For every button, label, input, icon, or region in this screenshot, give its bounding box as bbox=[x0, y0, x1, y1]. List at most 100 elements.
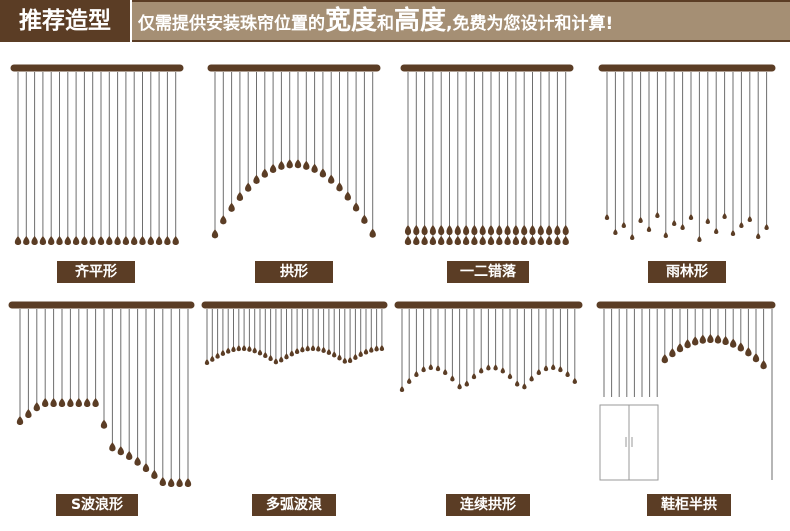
bead-drop bbox=[236, 191, 244, 201]
bead-drop bbox=[48, 236, 55, 245]
bead-drop bbox=[97, 236, 105, 245]
bead-drop bbox=[760, 360, 767, 370]
bead-drop bbox=[504, 236, 511, 245]
bead-drop bbox=[545, 236, 553, 245]
label-flat: 齐平形 bbox=[57, 261, 135, 283]
bead-drop bbox=[155, 236, 163, 245]
bead-drop bbox=[764, 224, 769, 230]
bead-drop bbox=[257, 349, 263, 356]
bead-drop bbox=[604, 214, 610, 220]
bead-drop bbox=[286, 159, 293, 169]
bead-drop bbox=[58, 398, 66, 407]
bead-drop bbox=[621, 222, 626, 228]
bead-drop bbox=[336, 182, 343, 192]
bead-drop bbox=[537, 225, 544, 235]
label-staggered: 一二错落 bbox=[447, 261, 529, 283]
bead-drop bbox=[471, 373, 477, 380]
bead-drop bbox=[228, 202, 235, 212]
bead-drop bbox=[536, 369, 541, 376]
bead-drop bbox=[479, 367, 484, 374]
bead-drop bbox=[215, 352, 220, 359]
arch-curtain-illustration bbox=[207, 64, 381, 239]
bead-drop bbox=[16, 416, 24, 425]
consecutive-arch-curtain-illustration bbox=[394, 301, 583, 392]
bead-drop bbox=[747, 216, 752, 222]
bead-drop bbox=[454, 225, 461, 235]
bead-drop bbox=[114, 236, 121, 245]
slogan: 仅需提供安装珠帘位置的宽度和高度,免费为您设计和计算! bbox=[132, 0, 790, 42]
bead-drop bbox=[454, 236, 461, 245]
bead-drop bbox=[737, 342, 744, 352]
style-shoe-cabinet bbox=[596, 297, 776, 497]
bead-drop bbox=[464, 380, 469, 387]
bead-drop bbox=[429, 225, 436, 235]
bead-drop bbox=[352, 202, 360, 212]
bead-drop bbox=[109, 442, 116, 452]
bead-drop bbox=[730, 230, 736, 236]
bead-drop bbox=[253, 174, 260, 184]
style-s-wave bbox=[8, 297, 195, 497]
bead-drop bbox=[572, 377, 577, 384]
bead-drop bbox=[72, 236, 80, 245]
bead-drop bbox=[347, 357, 353, 364]
bead-drop bbox=[507, 373, 513, 380]
bead-drop bbox=[252, 347, 257, 354]
bead-drop bbox=[269, 163, 277, 173]
bead-drop bbox=[369, 346, 374, 353]
bead-drop bbox=[487, 225, 495, 235]
bead-drop bbox=[529, 375, 534, 382]
staggered-curtain-illustration bbox=[400, 64, 574, 245]
bead-drop bbox=[263, 351, 268, 358]
bead-drop bbox=[714, 334, 722, 344]
bead-drop bbox=[435, 365, 441, 372]
bead-drop bbox=[220, 215, 227, 225]
bead-drop bbox=[756, 233, 761, 239]
bead-drop bbox=[284, 353, 289, 360]
bead-drop bbox=[172, 236, 179, 245]
bead-drop bbox=[220, 349, 226, 356]
bead-drop bbox=[353, 353, 358, 360]
bead-drop bbox=[697, 236, 702, 242]
bead-drop bbox=[245, 182, 252, 192]
bead-drop bbox=[413, 236, 420, 245]
bead-drop bbox=[226, 347, 231, 354]
bead-drop bbox=[75, 398, 82, 407]
bead-drop bbox=[730, 338, 737, 348]
bead-drop bbox=[151, 469, 158, 479]
bead-drop bbox=[471, 236, 478, 245]
bead-drop bbox=[294, 348, 300, 355]
flat-curtain-illustration bbox=[10, 64, 184, 245]
bead-drop bbox=[487, 236, 495, 245]
bead-drop bbox=[676, 343, 684, 353]
bead-drop bbox=[278, 160, 285, 170]
bead-drop bbox=[211, 229, 219, 239]
bead-drop bbox=[669, 348, 676, 358]
bead-drop bbox=[446, 225, 453, 235]
bead-drop bbox=[446, 236, 453, 245]
bead-drop bbox=[236, 345, 241, 352]
bead-drop bbox=[42, 398, 49, 407]
slogan-height: 高度 bbox=[394, 6, 447, 36]
style-arch bbox=[207, 60, 382, 260]
bead-drop bbox=[328, 174, 335, 184]
bead-drop bbox=[117, 446, 124, 456]
bead-drop bbox=[546, 225, 553, 235]
label-arch: 拱形 bbox=[255, 261, 333, 283]
bead-drop bbox=[39, 236, 47, 245]
bead-drop bbox=[515, 380, 520, 387]
label-rain: 雨林形 bbox=[648, 261, 726, 283]
bead-drop bbox=[479, 225, 486, 235]
bead-drop bbox=[443, 369, 448, 376]
bead-drop bbox=[613, 229, 618, 235]
bead-drop bbox=[89, 236, 96, 245]
rain-curtain-illustration bbox=[598, 64, 776, 242]
bead-drop bbox=[562, 225, 569, 235]
bead-drop bbox=[279, 356, 284, 363]
bead-drop bbox=[438, 236, 445, 245]
label-s-wave: S波浪形 bbox=[56, 494, 138, 516]
bead-drop bbox=[31, 236, 38, 245]
bead-drop bbox=[56, 236, 63, 245]
bead-drop bbox=[106, 236, 113, 245]
style-multi-arc bbox=[201, 297, 388, 497]
bead-drop bbox=[134, 456, 141, 466]
